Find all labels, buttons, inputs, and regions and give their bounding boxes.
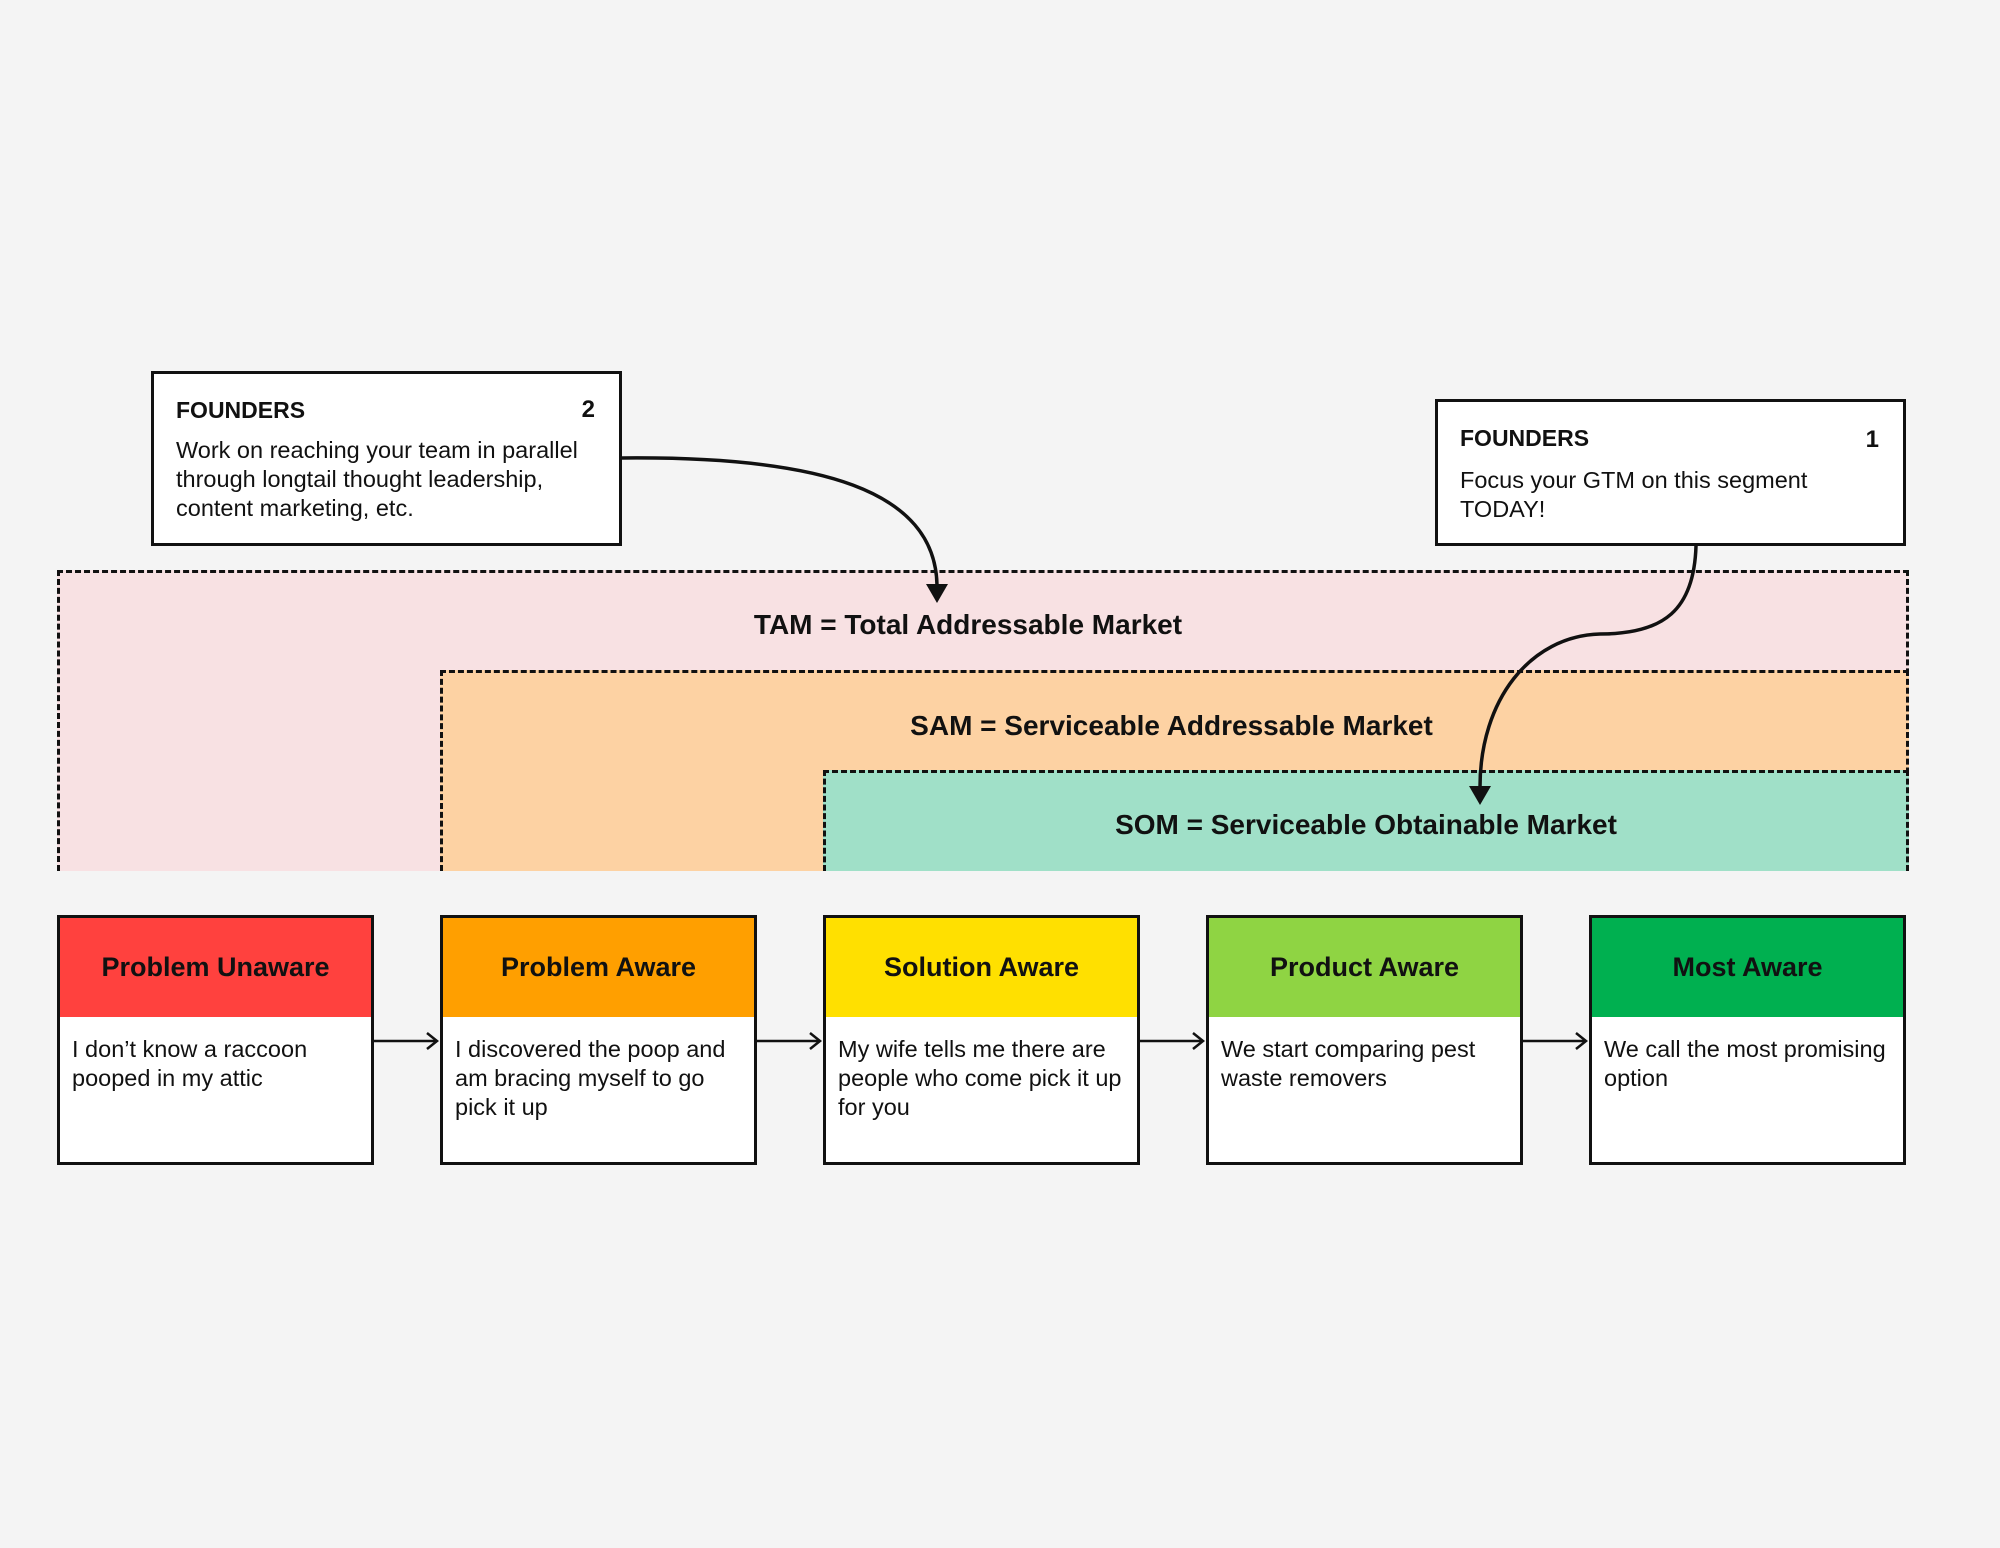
stage-header: Product Aware bbox=[1209, 918, 1520, 1017]
stage-title: Solution Aware bbox=[883, 952, 1080, 982]
stage-product-aware: Product Aware We start comparing pest wa… bbox=[1206, 915, 1523, 1165]
stage-title: Product Aware bbox=[1269, 952, 1460, 982]
stage-title: Problem Aware bbox=[500, 952, 697, 982]
tam-label: TAM = Total Addressable Market bbox=[753, 609, 1183, 640]
stage-header: Most Aware bbox=[1592, 918, 1903, 1017]
note2-to-tam-arrow bbox=[621, 456, 939, 586]
note-title: FOUNDERS bbox=[176, 397, 306, 423]
stage-description: My wife tells me there are people who co… bbox=[838, 1036, 1122, 1120]
note-number: 2 bbox=[581, 396, 595, 423]
note-number: 1 bbox=[1865, 426, 1879, 453]
stage-title: Most Aware bbox=[1672, 952, 1823, 982]
stage-solution-aware: Solution Aware My wife tells me there ar… bbox=[823, 915, 1140, 1165]
stage-arrow-3 bbox=[1140, 1032, 1206, 1050]
stage-header: Solution Aware bbox=[826, 918, 1137, 1017]
founders-note-1: FOUNDERS 1 Focus your GTM on this segmen… bbox=[1435, 399, 1906, 546]
stage-most-aware: Most Aware We call the most promising op… bbox=[1589, 915, 1906, 1165]
stage-problem-aware: Problem Aware I discovered the poop and … bbox=[440, 915, 757, 1165]
founders-note-2: FOUNDERS 2 Work on reaching your team in… bbox=[151, 371, 622, 546]
stage-title: Problem Unaware bbox=[101, 952, 330, 982]
sam-label: SAM = Serviceable Addressable Market bbox=[910, 710, 1433, 741]
stage-description: We call the most promising option bbox=[1604, 1036, 1886, 1091]
stage-problem-unaware: Problem Unaware I don’t know a raccoon p… bbox=[57, 915, 374, 1165]
stage-header: Problem Aware bbox=[443, 918, 754, 1017]
stage-description: I don’t know a raccoon pooped in my atti… bbox=[72, 1036, 308, 1091]
som-label: SOM = Serviceable Obtainable Market bbox=[1115, 809, 1617, 840]
note-body: Focus your GTM on this segment TODAY! bbox=[1460, 467, 1808, 522]
stage-header: Problem Unaware bbox=[60, 918, 371, 1017]
note-body: Work on reaching your team in parallel t… bbox=[176, 437, 578, 521]
som-region: SOM = Serviceable Obtainable Market bbox=[823, 770, 1909, 871]
stage-description: I discovered the poop and am bracing mys… bbox=[455, 1036, 726, 1120]
note-title: FOUNDERS bbox=[1460, 425, 1590, 451]
stage-arrow-2 bbox=[757, 1032, 823, 1050]
stage-arrow-1 bbox=[374, 1032, 440, 1050]
stage-arrow-4 bbox=[1523, 1032, 1589, 1050]
stage-description: We start comparing pest waste removers bbox=[1221, 1036, 1476, 1091]
